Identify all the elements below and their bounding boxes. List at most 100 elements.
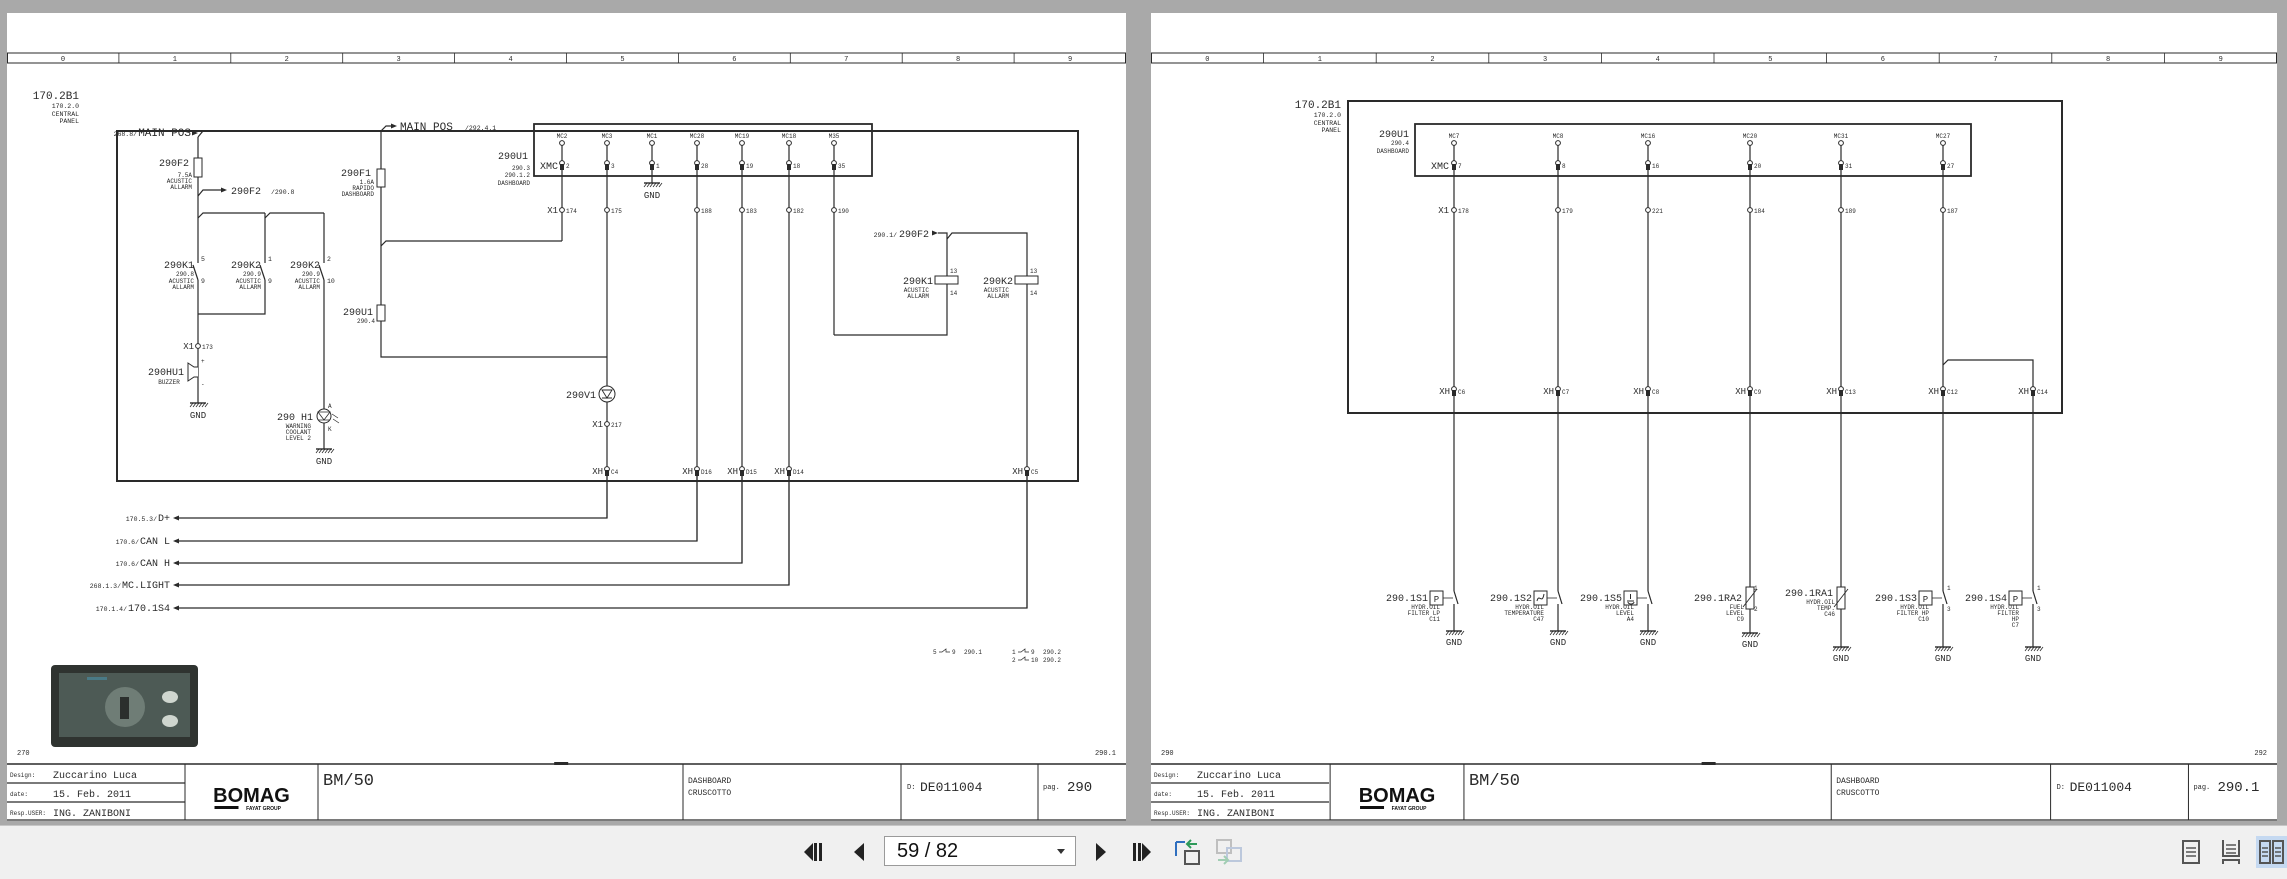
resp-user: ING. ZANIBONI — [1197, 809, 1275, 820]
pin-body — [1452, 164, 1456, 170]
output-signal: D+170.5.3/ — [126, 474, 608, 525]
legend-ref: 290.2 — [1043, 657, 1061, 664]
ground-hatch — [646, 182, 651, 188]
ground-hatch — [655, 182, 660, 188]
wire — [175, 474, 698, 542]
next-page-button[interactable] — [1088, 838, 1114, 866]
ground-icon — [1934, 646, 1954, 652]
arrow-marker — [932, 230, 938, 236]
terminal-circle — [1747, 207, 1753, 213]
sensor-desc: C7 — [2012, 622, 2020, 629]
sensor-desc: TEMPERATURE — [1504, 610, 1544, 617]
date-label: date: — [10, 791, 28, 798]
temperature-glyph — [1536, 593, 1545, 602]
legend-from: 2 — [1012, 657, 1016, 664]
designer-name: Zuccarino Luca — [53, 770, 137, 782]
terminal-circle — [1747, 140, 1753, 146]
output-ref: 170.6/ — [116, 539, 140, 546]
sheet-description: DASHBOARD — [1836, 777, 1879, 786]
terminal-pin: 184 — [1754, 208, 1765, 215]
ground-hatch — [1460, 630, 1465, 636]
buzzer-icon — [187, 362, 198, 382]
ground-hatch — [1457, 630, 1462, 636]
gnd-label: GND — [644, 191, 660, 201]
two-page-view-button[interactable] — [2256, 836, 2287, 868]
single-page-view-button[interactable] — [2178, 838, 2204, 866]
page-number-select[interactable]: 59 / 82 — [884, 836, 1076, 866]
first-page-button[interactable] — [800, 838, 828, 866]
grid-column-label: 4 — [508, 56, 512, 64]
connector-pin — [2030, 386, 2036, 396]
sensor-desc: HYDR.OIL — [1605, 604, 1634, 611]
grid-column-label: 2 — [285, 56, 289, 64]
pin-body — [605, 470, 609, 476]
terminal-circle — [559, 207, 565, 213]
drawing-date: 15. Feb. 2011 — [53, 789, 131, 801]
sensor-id: 290.1S4 — [1965, 594, 2007, 605]
pin-body — [787, 164, 791, 170]
grid-column-label: 7 — [844, 56, 848, 64]
xh-label: XH — [774, 467, 785, 477]
pin-number: 28 — [701, 163, 709, 170]
xh-label: XH — [1928, 387, 1939, 397]
ground-hatch — [1549, 630, 1554, 636]
previous-page-button[interactable] — [846, 838, 872, 866]
contact-id: 290K2 — [231, 261, 261, 272]
grid-column-label: 9 — [1068, 56, 1072, 64]
page-indicator: 59 / 82 — [897, 839, 959, 862]
main-pos-ref: 268.8/ — [114, 131, 138, 138]
lamp-desc: WARNING — [286, 423, 312, 430]
contact-desc: ALLARM — [172, 284, 194, 291]
last-page-button[interactable] — [1128, 838, 1156, 866]
ground-hatch — [1445, 630, 1450, 636]
mc-label: MC20 — [1743, 133, 1758, 140]
pin-body — [1452, 390, 1456, 396]
terminal-circle — [649, 140, 655, 146]
ground-hatch — [1558, 630, 1563, 636]
contact-blade — [259, 264, 266, 281]
previous-view-button[interactable] — [1172, 838, 1202, 866]
connector-pin — [1940, 160, 1946, 170]
output-label: MC.LIGHT — [122, 581, 170, 592]
ground-hatch — [1552, 630, 1557, 636]
ground-hatch — [1753, 632, 1758, 638]
gnd-label: GND — [1742, 640, 1758, 650]
switch-blade — [1647, 590, 1653, 605]
terminal-pin: 217 — [611, 422, 622, 429]
sensor-desc: C46 — [1824, 611, 1835, 618]
continuous-view-button[interactable] — [2218, 838, 2244, 866]
legend-ref: 290.1 — [964, 649, 982, 656]
logo-subtitle: FAYAT GROUP — [246, 806, 281, 812]
contact-ref: 290.9 — [243, 271, 261, 278]
mc-label: MC31 — [1834, 133, 1849, 140]
mc-label: MC16 — [1641, 133, 1656, 140]
diode-symbol — [601, 389, 613, 399]
legend-ref: 290.2 — [1043, 649, 1061, 656]
fuse-id: 290F2 — [159, 159, 189, 170]
logo-subtitle: FAYAT GROUP — [1392, 806, 1427, 812]
coil-desc: ACUSTIC — [984, 287, 1010, 294]
wire — [175, 474, 743, 564]
central-panel-frame — [116, 130, 1079, 482]
viewer-toolbar: 59 / 82 — [0, 825, 2287, 879]
resistor-arrow — [1742, 588, 1758, 608]
ground-icon — [315, 448, 335, 454]
ground-hatch — [1943, 646, 1948, 652]
temperature-sensor-icon — [1533, 590, 1548, 606]
sensor-symbol-text: P — [1434, 595, 1439, 605]
ground-hatch — [1564, 630, 1569, 636]
next-view-button[interactable] — [1214, 838, 1244, 866]
ground-hatch — [2039, 646, 2044, 652]
led-symbol — [317, 411, 331, 421]
photo-display-bar — [87, 677, 107, 680]
sensor-desc: HYDR.OIL — [1900, 604, 1929, 611]
